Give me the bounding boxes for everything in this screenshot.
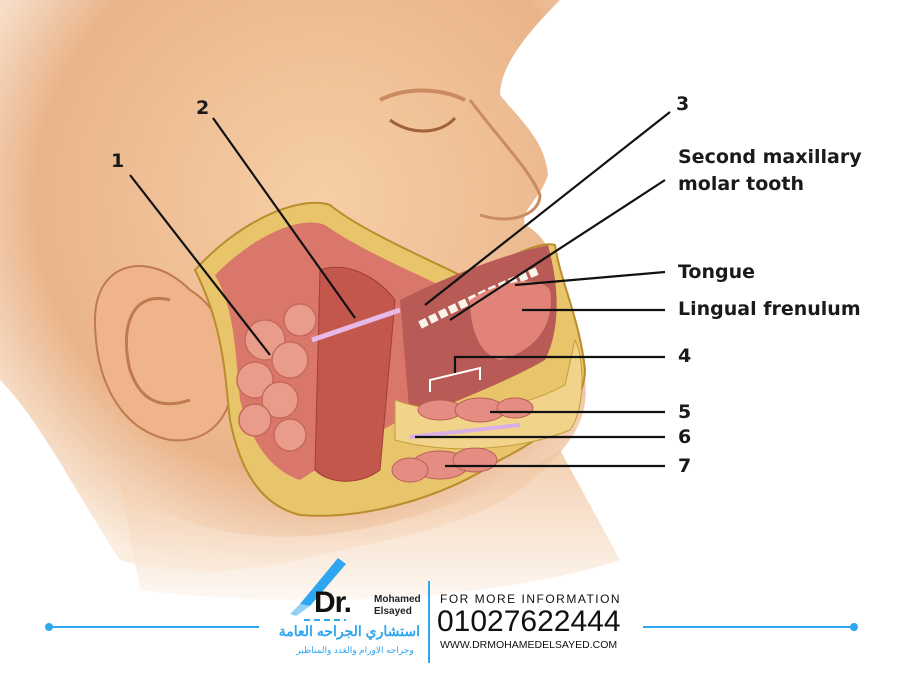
eye: [389, 116, 457, 133]
leader-3: [424, 111, 671, 306]
logo-name-last: Elsayed: [374, 606, 412, 617]
label-second-maxillary: Second maxillary: [678, 146, 862, 168]
eyebrow: [379, 88, 466, 102]
tongue-shape: [470, 281, 551, 360]
parotid-duct: [311, 307, 401, 343]
logo-dr: Dr.: [314, 586, 352, 619]
label-2: 2: [196, 97, 210, 119]
label-tongue: Tongue: [678, 261, 756, 283]
label-4: 4: [678, 345, 692, 367]
leader-lines: [129, 111, 671, 468]
arabic-subtitle: وجراحه الاورام والغدد والمناظير: [296, 645, 414, 655]
leader-2: [212, 117, 356, 319]
phone-number[interactable]: 01027622444: [437, 605, 621, 638]
label-6: 6: [678, 426, 692, 448]
label-molar-tooth: molar tooth: [678, 173, 804, 195]
website-link[interactable]: WWW.DRMOHAMEDELSAYED.COM: [440, 639, 618, 651]
info-heading: FOR MORE INFORMATION: [440, 592, 622, 606]
footer-line-left: [49, 626, 259, 628]
submandibular-duct: [409, 423, 521, 439]
ear-fold: [124, 297, 191, 406]
neck: [120, 450, 620, 600]
leader-1: [129, 174, 271, 356]
footer-line-right: [643, 626, 853, 628]
label-5: 5: [678, 401, 692, 423]
footer-dot-right: [850, 623, 858, 631]
footer-divider: [428, 581, 430, 663]
label-3: 3: [676, 93, 690, 115]
leader-tongue: [514, 270, 666, 287]
logo-name: Mohamed Elsayed: [374, 594, 421, 618]
parotid-gland: [236, 303, 317, 452]
leader-second-molar: [449, 179, 666, 321]
nose: [468, 99, 542, 221]
leader-4-bracket: [429, 366, 481, 392]
sublingual-gland: [417, 397, 534, 423]
scalpel-logo-icon: [290, 558, 346, 621]
leader-4: [453, 355, 665, 375]
arabic-title: استشاري الجراحه العامة: [278, 623, 420, 639]
label-7: 7: [678, 455, 692, 477]
label-1: 1: [111, 150, 125, 172]
logo-name-first: Mohamed: [374, 594, 421, 605]
label-lingual-frenulum: Lingual frenulum: [678, 298, 861, 320]
